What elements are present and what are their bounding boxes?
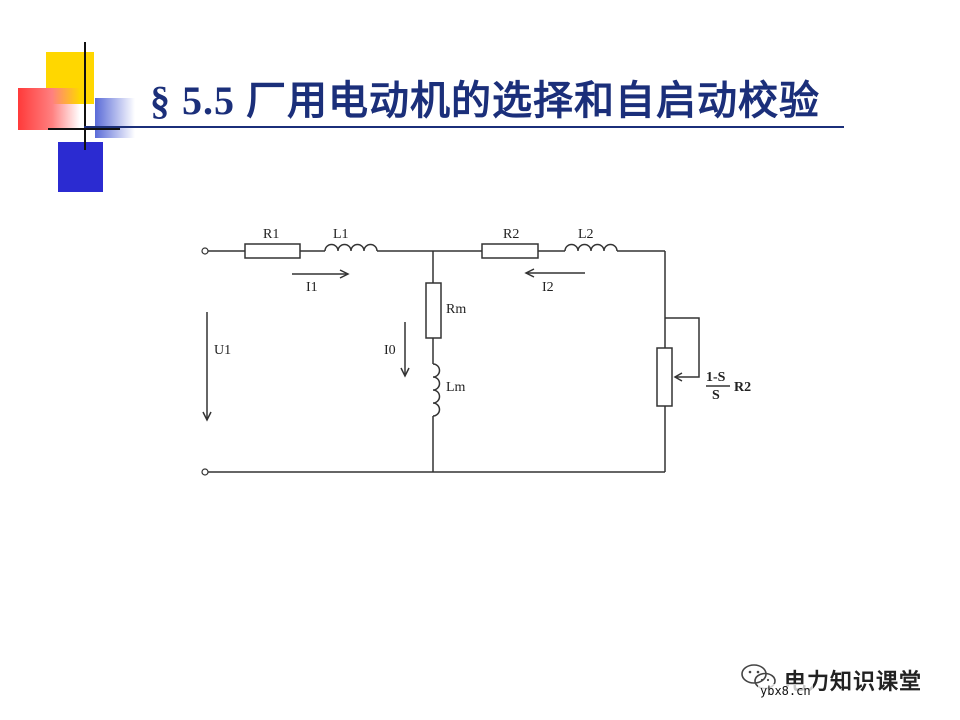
label-u1: U1 [214,343,231,358]
label-l2: L2 [578,227,594,242]
label-i1: I1 [306,280,318,295]
label-fraction-denominator: S [712,388,720,403]
rheostat-tap-arrow [673,372,683,382]
label-l1: L1 [333,227,349,242]
label-r1: R1 [263,227,279,242]
resistor-rm [425,282,442,339]
label-lm: Lm [446,380,466,395]
rheostat-tap-wire [665,317,700,378]
decor-blue-square [58,142,103,192]
resistor-r2 [481,243,539,259]
label-i0: I0 [384,343,396,358]
decor-blue-gradient [95,98,135,138]
label-fraction-r2: R2 [734,380,751,395]
terminal-bottom [201,468,209,476]
watermark-site: ybx8.cn [758,684,813,698]
watermark: 电力知识课堂 ybx8.cn [740,660,940,700]
title-underline [84,126,844,128]
inductor-l2 [564,243,618,252]
resistor-r1 [244,243,301,259]
label-r2: R2 [503,227,519,242]
decor-vertical-line [84,42,86,150]
decor-red-square [18,88,80,130]
slide-title: § 5.5 厂用电动机的选择和自启动校验 [150,78,820,123]
label-fraction-numerator: 1-S [706,370,726,385]
label-i2: I2 [542,280,554,295]
inductor-l1 [324,243,378,252]
variable-resistor [656,347,673,407]
terminal-top [201,247,209,255]
label-rm: Rm [446,302,466,317]
decor-horizontal-line [48,128,120,130]
inductor-lm [432,363,441,417]
